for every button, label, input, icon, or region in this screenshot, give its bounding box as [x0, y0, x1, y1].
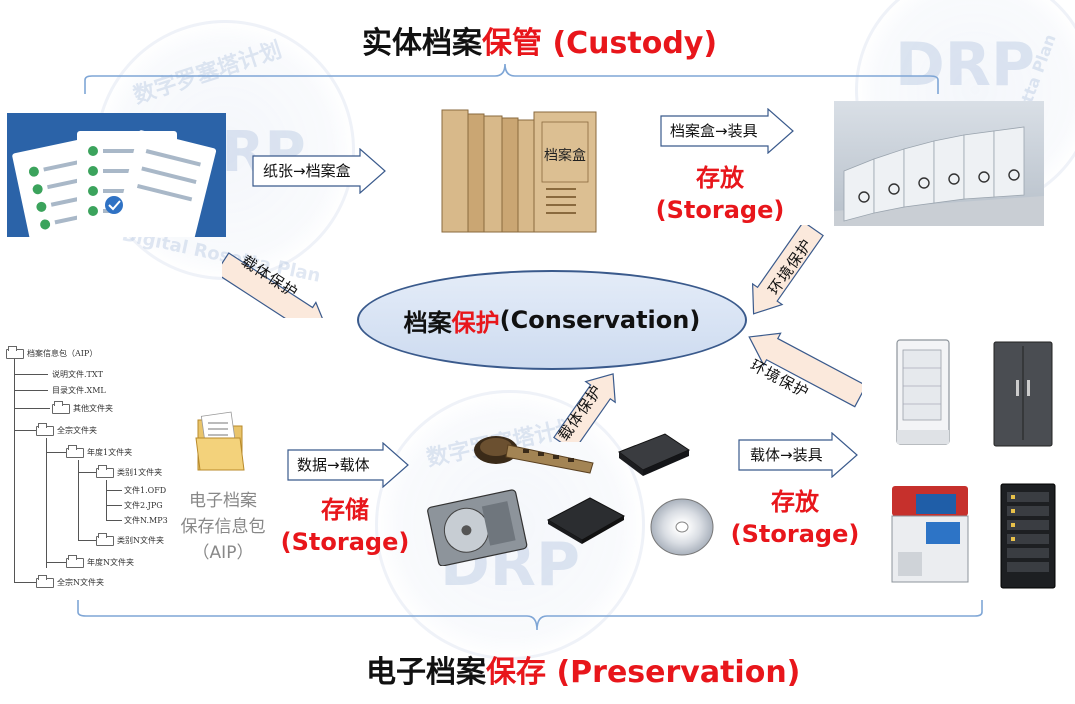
aip-folder-icon	[195, 411, 245, 471]
ssd-image	[546, 497, 626, 544]
tree-item-8: 文件N.MP3	[124, 516, 168, 525]
watermark-logo-right: DRP	[895, 30, 1035, 100]
folder-icon	[66, 444, 84, 458]
aip-label-line2: 保存信息包	[180, 517, 266, 537]
archive-box-label: 档案盒	[544, 147, 586, 164]
film-reel-image	[474, 436, 594, 474]
kiosk-terminal-image	[891, 486, 969, 583]
hard-disk-image	[427, 489, 528, 566]
arrow-carrier-to-equipment	[738, 432, 858, 478]
storage-label-bottom-left-cn: 存储	[321, 496, 369, 524]
storage-label-bottom-left-en: (Storage)	[280, 528, 410, 556]
aip-directory-tree: 档案信息包（AIP） 说明文件.TXT 目录文件.XML 其他文件夹 全宗文件夹…	[6, 342, 176, 597]
conservation-prefix: 档案	[403, 308, 452, 337]
folder-icon	[36, 574, 54, 588]
folder-icon	[36, 422, 54, 436]
arrow-paper-to-box	[252, 148, 386, 194]
tree-item-1: 目录文件.XML	[52, 386, 106, 395]
folder-icon	[52, 400, 70, 414]
steel-cabinet-image	[993, 341, 1053, 447]
preservation-title: 电子档案保存 (Preservation)	[366, 647, 800, 691]
tree-item-7: 文件2.JPG	[124, 501, 163, 510]
optical-disc-image	[650, 498, 714, 556]
paper-documents-image	[7, 113, 226, 237]
tree-item-10: 年度N文件夹	[66, 554, 134, 568]
custody-title-highlight: 保管	[482, 26, 542, 61]
preservation-title-prefix: 电子档案	[366, 655, 486, 690]
folder-icon	[66, 554, 84, 568]
conservation-highlight: 保护	[451, 308, 500, 337]
tree-item-9: 类别N文件夹	[96, 532, 164, 546]
arrow-carrier-protect-bottom	[553, 373, 616, 442]
folder-icon	[96, 532, 114, 546]
arrow-box-to-equipment	[660, 108, 794, 154]
storage-label-top-cn: 存放	[696, 164, 744, 192]
tree-item-6: 文件1.OFD	[124, 486, 167, 495]
archive-boxes-image: 档案盒	[441, 109, 597, 233]
compact-shelving-image	[834, 101, 1044, 226]
aip-label: 电子档案 保存信息包 （AIP）	[168, 488, 278, 566]
arrow-env-protect-bottom	[748, 332, 862, 408]
storage-label-top: 存放 (Storage)	[650, 162, 790, 226]
storage-label-bottom-left: 存储 (Storage)	[275, 494, 415, 558]
storage-label-bottom-right: 存放 (Storage)	[725, 486, 865, 550]
conservation-suffix: (Conservation)	[499, 306, 701, 334]
preservation-title-highlight: 保存	[486, 655, 546, 690]
arrow-data-to-carrier	[287, 442, 409, 488]
folder-icon	[96, 464, 114, 478]
tree-item-5: 类别1文件夹	[96, 464, 162, 478]
tree-item-11: 全宗N文件夹	[36, 574, 104, 588]
aip-label-line3: （AIP）	[192, 543, 254, 563]
tree-item-3: 全宗文件夹	[36, 422, 97, 436]
external-hdd-image	[617, 433, 691, 476]
arrow-box-to-equipment-label: 档案盒→装具	[670, 122, 758, 140]
storage-label-top-en: (Storage)	[655, 196, 785, 224]
preservation-bracket	[77, 600, 983, 631]
custody-bracket	[84, 63, 939, 94]
conservation-ellipse: 档案保护(Conservation)	[357, 270, 747, 370]
tree-item-2: 其他文件夹	[52, 400, 113, 414]
tree-item-0: 说明文件.TXT	[52, 370, 103, 379]
folder-icon	[6, 345, 24, 359]
tree-root: 档案信息包（AIP）	[6, 345, 97, 359]
arrow-data-to-carrier-label: 数据→载体	[297, 456, 370, 474]
custody-title-prefix: 实体档案	[362, 26, 482, 61]
storage-label-bottom-right-cn: 存放	[771, 488, 819, 516]
custody-title-suffix: (Custody)	[542, 26, 718, 61]
server-rack-image	[1000, 483, 1056, 589]
dehumidifier-cabinet-image	[896, 339, 950, 445]
arrow-carrier-to-equipment-label: 载体→装具	[750, 446, 823, 464]
aip-label-line1: 电子档案	[189, 491, 257, 511]
custody-title: 实体档案保管 (Custody)	[362, 18, 717, 62]
arrow-paper-to-box-label: 纸张→档案盒	[263, 162, 351, 180]
preservation-title-suffix: (Preservation)	[546, 655, 801, 690]
tree-item-4: 年度1文件夹	[66, 444, 132, 458]
arrow-env-protect-top	[751, 225, 824, 315]
storage-label-bottom-right-en: (Storage)	[730, 520, 860, 548]
arrow-carrier-protect-top	[222, 252, 329, 318]
